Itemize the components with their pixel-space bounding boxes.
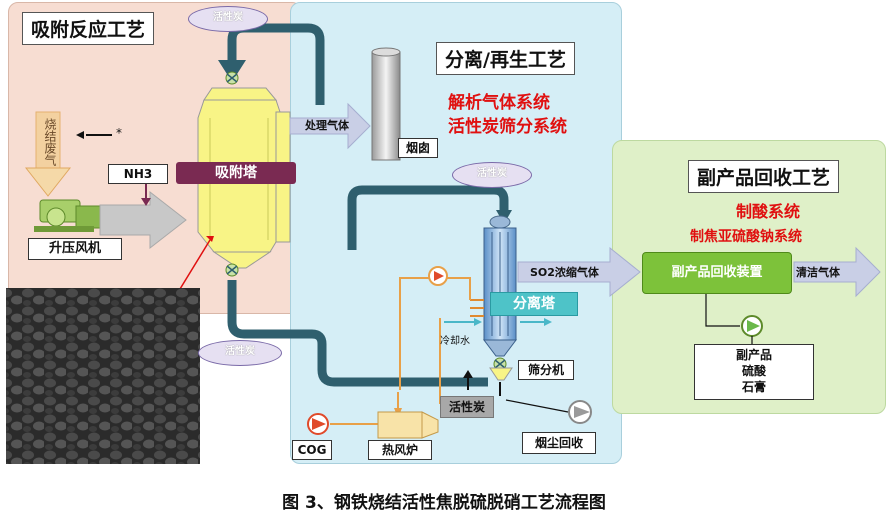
- activated-coke-photo: [6, 288, 200, 464]
- hot-air-line: [399, 277, 471, 390]
- separation-tower-label: 分离塔: [490, 292, 578, 316]
- cog-label: COG: [292, 440, 332, 460]
- activated-carbon-tag-mid: 活性炭: [452, 162, 532, 188]
- booster-fan-label: 升压风机: [28, 238, 122, 260]
- figure-caption: 图 3、钢铁烧结活性焦脱硫脱硝工艺流程图: [282, 493, 606, 513]
- hot-blast-stove-icon: [377, 411, 439, 439]
- so2-gas-arrow: [517, 246, 641, 298]
- byproduct-device-box: 副产品回收装置: [642, 252, 792, 294]
- byproduct-item: 石膏: [741, 380, 766, 394]
- carbon-pipe-top: [227, 23, 325, 105]
- pump-icon-byproduct: [741, 315, 763, 337]
- sinter-gas-arrow: [24, 167, 72, 197]
- adsorption-panel-title: 吸附反应工艺: [22, 12, 155, 45]
- pump-icon-small: [428, 266, 448, 286]
- adsorption-tower-label: 吸附塔: [176, 162, 296, 184]
- activated-carbon-tag-bottom: 活性炭: [198, 340, 282, 366]
- cooling-water-label: 冷却水: [440, 336, 470, 347]
- separation-panel-title: 分离/再生工艺: [436, 42, 575, 75]
- treated-gas-label: 处理气体: [305, 119, 349, 132]
- chimney-label: 烟囱: [398, 138, 438, 158]
- clean-gas-arrow: [793, 246, 881, 298]
- sinter-gas-label: 烧结废气: [43, 118, 57, 166]
- activated-carbon-tag-top: 活性炭: [188, 6, 268, 32]
- inlet-gas-arrow: [99, 190, 187, 250]
- desorption-system-text: 解析气体系统: [448, 93, 550, 113]
- screening-machine-label: 筛分机: [518, 360, 574, 380]
- valve-icon-bottom: [225, 263, 239, 277]
- acid-system-text: 制酸系统: [736, 202, 801, 221]
- separation-panel: [290, 2, 622, 464]
- clean-gas-label: 清洁气体: [796, 266, 840, 279]
- valve-icon-top: [225, 71, 239, 85]
- byproduct-item: 硫酸: [741, 364, 766, 378]
- byproduct-panel-title: 副产品回收工艺: [688, 160, 840, 193]
- cog-pump-icon: [307, 413, 329, 435]
- carbon-pipe-sep-top: [347, 185, 509, 250]
- treated-gas-arrow: [289, 102, 371, 150]
- pipe-arrowhead-left: [218, 60, 246, 82]
- nh3-label: NH3: [108, 164, 168, 184]
- separation-tower: [470, 215, 517, 357]
- asterisk-label: *: [116, 126, 122, 140]
- chimney-icon: [371, 47, 401, 161]
- activated-carbon-box: 活性炭: [440, 396, 494, 418]
- sodium-sulfite-system-text: 制焦亚硫酸钠系统: [690, 229, 802, 245]
- dust-recovery-label: 烟尘回收: [522, 432, 596, 454]
- dust-pump-icon: [568, 400, 592, 424]
- byproduct-list-box: 副产品 硫酸 石膏: [694, 344, 814, 400]
- so2-gas-label: SO2浓缩气体: [530, 266, 599, 279]
- carbon-pipe-left-down: [227, 280, 488, 387]
- hot-blast-stove-label: 热风炉: [368, 440, 432, 460]
- screener-icon: [489, 367, 513, 381]
- byproduct-item: 副产品: [735, 348, 772, 362]
- carbon-screening-system-text: 活性炭筛分系统: [448, 117, 567, 137]
- booster-fan-icon: [34, 199, 101, 232]
